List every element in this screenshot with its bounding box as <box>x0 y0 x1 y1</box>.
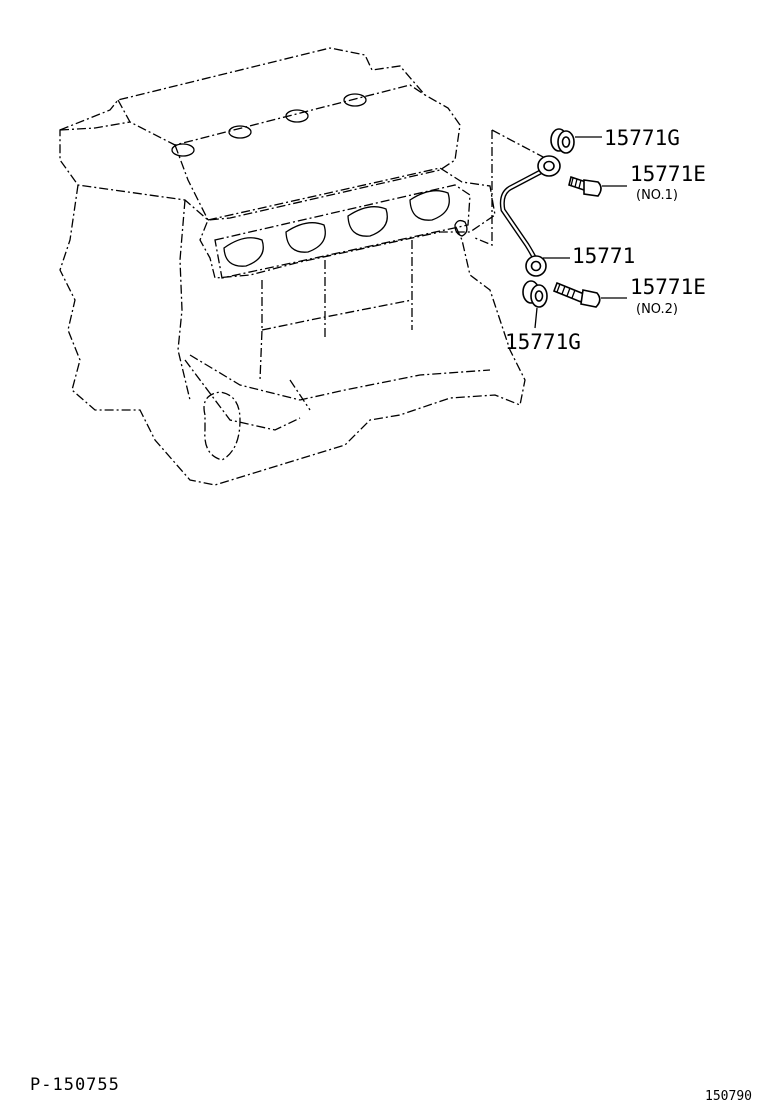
cylinder-block <box>59 184 526 486</box>
part-number-15771E-no1: 15771E <box>630 162 706 186</box>
crank-pulley-boss <box>203 391 241 461</box>
bolt-position-no2: (NO.2) <box>636 302 678 317</box>
head-cover-front <box>174 144 209 221</box>
oil-pipe <box>499 155 561 277</box>
block-face-left <box>177 199 191 401</box>
part-number-15771G-top: 15771G <box>604 126 680 150</box>
part-number-15771E-no2: 15771E <box>630 275 706 299</box>
head-oil-fitting <box>454 219 468 237</box>
oil-pipe-callout: 15771 <box>543 244 635 268</box>
assembly-guide-lines <box>474 129 546 246</box>
oil-pipe-top-eye <box>537 155 561 177</box>
exhaust-port-flange <box>214 184 471 279</box>
union-gasket-bottom: 15771G <box>505 280 581 354</box>
oil-pan-rail <box>189 354 491 401</box>
block-lower-edge <box>259 240 413 381</box>
figure-number: 150790 <box>705 1089 752 1104</box>
cylinder-head-cover <box>59 47 461 221</box>
oil-pipe-bottom-eye <box>525 255 547 277</box>
page-reference: P-150755 <box>30 1075 120 1095</box>
head-cover-ridge <box>117 84 426 146</box>
exhaust-ports <box>223 190 450 267</box>
spark-plug-holes <box>171 93 367 157</box>
part-number-15771G-bottom: 15771G <box>505 330 581 354</box>
engine-block-illustration <box>59 47 526 486</box>
union-bolt-no1: 15771E (NO.1) <box>568 162 706 203</box>
cylinder-head <box>199 167 496 279</box>
head-cover-side <box>59 121 131 131</box>
block-rib <box>184 359 311 431</box>
union-gasket-top: 15771G <box>550 126 680 154</box>
union-bolt-no2: 15771E (NO.2) <box>552 275 706 317</box>
part-number-15771: 15771 <box>572 244 635 268</box>
bolt-position-no1: (NO.1) <box>636 188 678 203</box>
